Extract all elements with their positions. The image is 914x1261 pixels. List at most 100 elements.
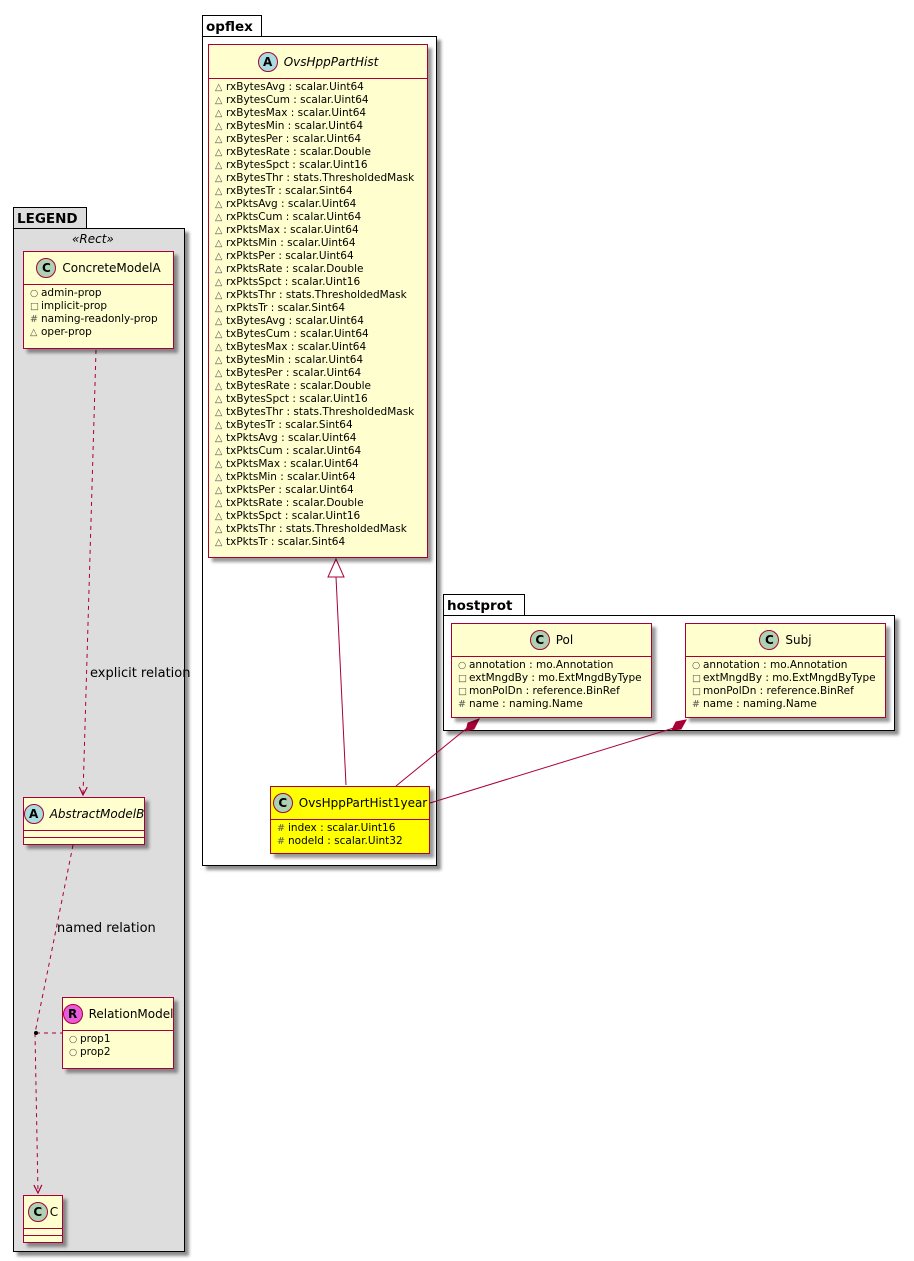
attribute-text: txPktsTr : scalar.Sint64: [226, 536, 346, 548]
attribute-text: rxBytesMax : scalar.Uint64: [226, 107, 367, 119]
attribute-row: △rxBytesPer : scalar.Uint64: [215, 133, 427, 146]
visibility-icon: △: [215, 498, 223, 509]
attribute-text: prop2: [80, 1046, 111, 1058]
attribute-row: △txBytesSpct : scalar.Uint16: [215, 393, 427, 406]
attribute-row: △rxBytesThr : stats.ThresholdedMask: [215, 172, 427, 185]
attribute-text: txPktsCum : scalar.Uint64: [226, 445, 362, 457]
attribute-text: rxPktsTr : scalar.Sint64: [226, 302, 346, 314]
relation-junction: [34, 1031, 38, 1035]
attribute-text: rxBytesAvg : scalar.Uint64: [226, 81, 364, 93]
class-name: AbstractModelB: [49, 807, 145, 821]
attribute-text: rxBytesSpct : scalar.Uint16: [226, 159, 368, 171]
ovs-hpp-part-hist-1year-class: C OvsHppPartHist1year #index : scalar.Ui…: [270, 786, 430, 854]
attribute-row: △txPktsMin : scalar.Uint64: [215, 471, 427, 484]
attribute-row: △rxBytesMax : scalar.Uint64: [215, 107, 427, 120]
attribute-text: txPktsRate : scalar.Double: [226, 497, 364, 509]
visibility-icon: △: [215, 121, 223, 132]
attribute-text: annotation : mo.Annotation: [469, 659, 614, 671]
attribute-row: △rxPktsMax : scalar.Uint64: [215, 224, 427, 237]
concrete-model-a-class: C ConcreteModelA ○admin-prop □implicit-p…: [23, 251, 174, 349]
attribute-row: △txPktsSpct : scalar.Uint16: [215, 510, 427, 523]
attribute-row: △oper-prop: [30, 326, 173, 339]
attribute-list: △rxBytesAvg : scalar.Uint64△rxBytesCum :…: [209, 79, 427, 551]
subj-composition-diamond: [671, 719, 687, 731]
attribute-text: rxPktsPer : scalar.Uint64: [226, 250, 354, 262]
attribute-text: txBytesAvg : scalar.Uint64: [226, 315, 364, 327]
attribute-row: △txBytesAvg : scalar.Uint64: [215, 315, 427, 328]
visibility-icon: ○: [69, 1034, 78, 1045]
class-badge-icon: A: [257, 51, 278, 72]
attribute-text: rxBytesThr : stats.ThresholdedMask: [226, 172, 415, 184]
attribute-text: txPktsAvg : scalar.Uint64: [226, 432, 357, 444]
subj-composition-line: [429, 726, 678, 804]
explicit-relation-label: explicit relation: [90, 666, 191, 681]
visibility-icon: ○: [69, 1047, 78, 1058]
pol-composition-diamond: [465, 718, 481, 732]
attribute-text: txBytesMax : scalar.Uint64: [226, 341, 367, 353]
attribute-text: naming-readonly-prop: [41, 313, 158, 325]
opflex-package-tab: opflex: [202, 15, 262, 37]
attribute-text: rxBytesCum : scalar.Uint64: [226, 94, 369, 106]
attribute-text: rxBytesPer : scalar.Uint64: [226, 133, 362, 145]
attribute-text: extMngdBy : mo.ExtMngdByType: [703, 672, 876, 684]
hostprot-package-tab: hostprot: [443, 594, 525, 616]
named-relation-label: named relation: [57, 921, 156, 936]
attribute-text: nodeId : scalar.Uint32: [288, 835, 403, 847]
visibility-icon: #: [458, 699, 466, 710]
attribute-row: △rxBytesCum : scalar.Uint64: [215, 94, 427, 107]
attribute-row: △rxPktsPer : scalar.Uint64: [215, 250, 427, 263]
visibility-icon: #: [692, 699, 700, 710]
attribute-row: △rxBytesTr : scalar.Sint64: [215, 185, 427, 198]
attribute-row: □monPolDn : reference.BinRef: [458, 685, 651, 698]
attribute-row: △txPktsTr : scalar.Sint64: [215, 536, 427, 549]
visibility-icon: □: [692, 673, 701, 684]
visibility-icon: △: [30, 327, 38, 338]
attribute-row: ○annotation : mo.Annotation: [458, 659, 651, 672]
visibility-icon: □: [458, 686, 467, 697]
attribute-row: △txBytesRate : scalar.Double: [215, 380, 427, 393]
attribute-row: □implicit-prop: [30, 300, 173, 313]
class-name: Pol: [555, 633, 574, 647]
attribute-text: annotation : mo.Annotation: [703, 659, 848, 671]
attribute-row: ○prop1: [69, 1033, 173, 1046]
visibility-icon: △: [215, 290, 223, 301]
attribute-row: △txPktsCum : scalar.Uint64: [215, 445, 427, 458]
visibility-icon: △: [215, 108, 223, 119]
attribute-row: △rxPktsCum : scalar.Uint64: [215, 211, 427, 224]
class-badge-icon: C: [759, 630, 780, 650]
attribute-row: △txPktsAvg : scalar.Uint64: [215, 432, 427, 445]
visibility-icon: △: [215, 524, 223, 535]
legend-package: [13, 228, 185, 1252]
attribute-text: rxBytesMin : scalar.Uint64: [226, 120, 364, 132]
attribute-text: index : scalar.Uint16: [288, 822, 396, 834]
class-badge-icon: R: [62, 1004, 83, 1024]
attribute-text: txBytesTr : scalar.Sint64: [226, 419, 353, 431]
abstract-model-b-class: A AbstractModelB: [23, 797, 145, 845]
attribute-row: △txPktsMax : scalar.Uint64: [215, 458, 427, 471]
attribute-row: △rxPktsMin : scalar.Uint64: [215, 237, 427, 250]
class-name: Subj: [785, 633, 812, 647]
named-relation-line: [35, 844, 74, 1193]
attribute-text: txPktsMax : scalar.Uint64: [226, 458, 359, 470]
visibility-icon: □: [692, 686, 701, 697]
class-name: OvsHppPartHist: [283, 54, 379, 69]
attribute-text: txPktsPer : scalar.Uint64: [226, 484, 354, 496]
attribute-text: monPolDn : reference.BinRef: [703, 685, 854, 697]
legend-package-tab: LEGEND: [13, 207, 87, 229]
legend-stereotype: «Rect»: [72, 232, 114, 246]
visibility-icon: #: [30, 314, 38, 325]
visibility-icon: ○: [692, 660, 701, 671]
legend-package-name: LEGEND: [17, 211, 78, 227]
attribute-text: extMngdBy : mo.ExtMngdByType: [469, 672, 642, 684]
pol-class: C Pol ○annotation : mo.Annotation □extMn…: [451, 623, 652, 718]
visibility-icon: △: [215, 355, 223, 366]
attribute-text: implicit-prop: [41, 300, 108, 312]
visibility-icon: △: [215, 446, 223, 457]
visibility-icon: △: [215, 173, 223, 184]
attribute-row: ○admin-prop: [30, 287, 173, 300]
visibility-icon: △: [215, 82, 223, 93]
attribute-row: △rxPktsTr : scalar.Sint64: [215, 302, 427, 315]
visibility-icon: △: [215, 225, 223, 236]
relation-model-class: R RelationModel ○prop1 ○prop2: [62, 997, 174, 1069]
